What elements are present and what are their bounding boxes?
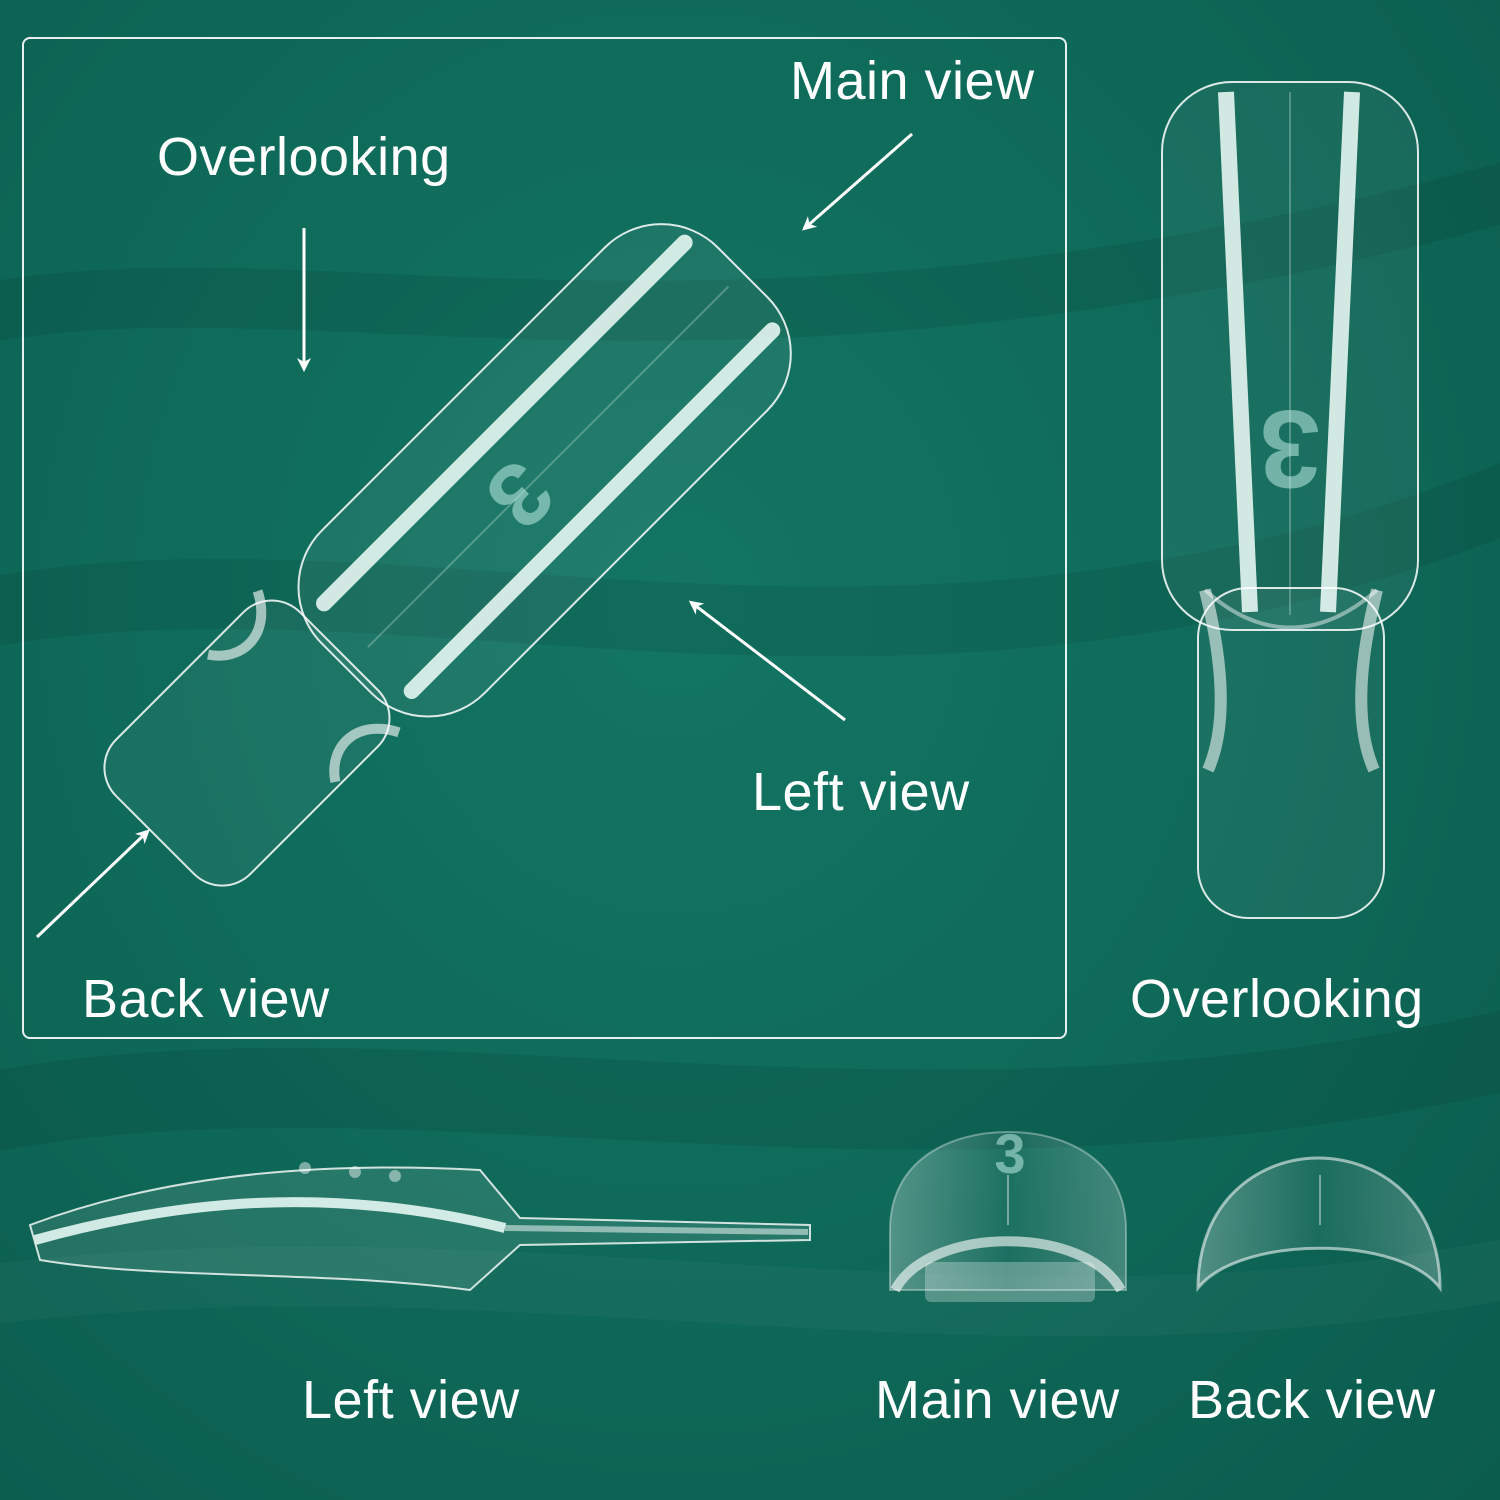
label-main-view-top: Main view [790, 51, 1035, 111]
label-overlooking-top: Overlooking [157, 127, 451, 187]
label-overlooking-right: Overlooking [1130, 969, 1424, 1029]
main-view-nail-front: 3 [889, 1122, 1127, 1302]
label-main-view-bottom: Main view [875, 1370, 1120, 1430]
overlooking-nail-tip: 3 [1161, 81, 1419, 919]
nail-size-number-main: 3 [994, 1122, 1025, 1185]
arrow-back-view [35, 829, 150, 939]
main-diagram-frame [22, 37, 1067, 1039]
diagonal-nail-tip: 3 [103, 223, 792, 887]
label-left-view-bottom: Left view [302, 1370, 520, 1430]
left-view-nail-profile [28, 1162, 811, 1292]
label-left-view-middle: Left view [752, 762, 970, 822]
label-back-view-left: Back view [82, 969, 330, 1029]
nail-size-number-overlooking: 3 [1259, 387, 1320, 510]
arrow-main-view [801, 132, 913, 231]
label-back-view-bottom: Back view [1188, 1370, 1436, 1430]
back-view-nail-arc [1196, 1156, 1442, 1293]
arrow-left-view [688, 600, 846, 722]
